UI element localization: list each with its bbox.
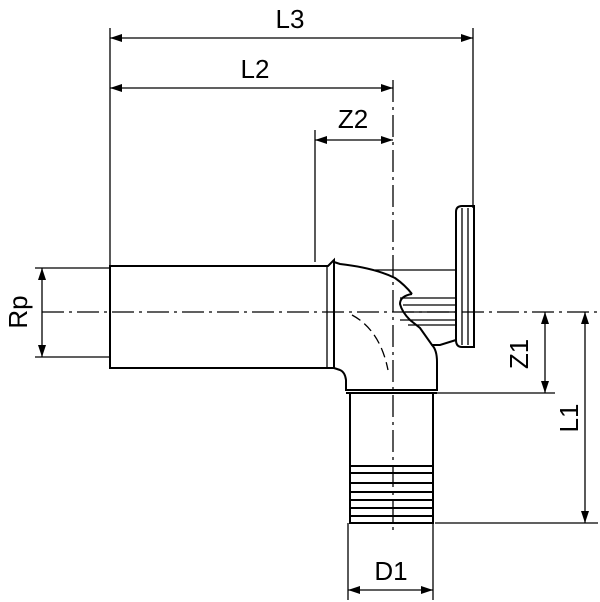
- dimension-L1: L1: [554, 312, 589, 523]
- center-lines: [42, 80, 598, 530]
- press-pipe: [349, 393, 434, 524]
- wall-flange: [455, 205, 475, 348]
- elbow: [333, 261, 438, 391]
- label-L3: L3: [276, 4, 305, 34]
- label-Rp: Rp: [3, 295, 33, 328]
- label-L2: L2: [241, 54, 270, 84]
- dimension-L2: L2: [110, 54, 393, 92]
- press-ribs: [350, 465, 433, 517]
- label-D1: D1: [374, 556, 407, 586]
- dimension-L3: L3: [110, 4, 473, 42]
- extension-lines: [35, 28, 598, 600]
- label-Z1: Z1: [504, 339, 534, 369]
- fitting: [109, 205, 475, 524]
- dimension-D1: D1: [348, 556, 433, 594]
- pipe-socket: [109, 257, 335, 369]
- label-L1: L1: [554, 404, 584, 433]
- label-Z2: Z2: [338, 104, 368, 134]
- dimension-Z1: Z1: [504, 312, 549, 393]
- dimension-Z2: Z2: [315, 104, 393, 144]
- dimension-Rp: Rp: [3, 268, 46, 357]
